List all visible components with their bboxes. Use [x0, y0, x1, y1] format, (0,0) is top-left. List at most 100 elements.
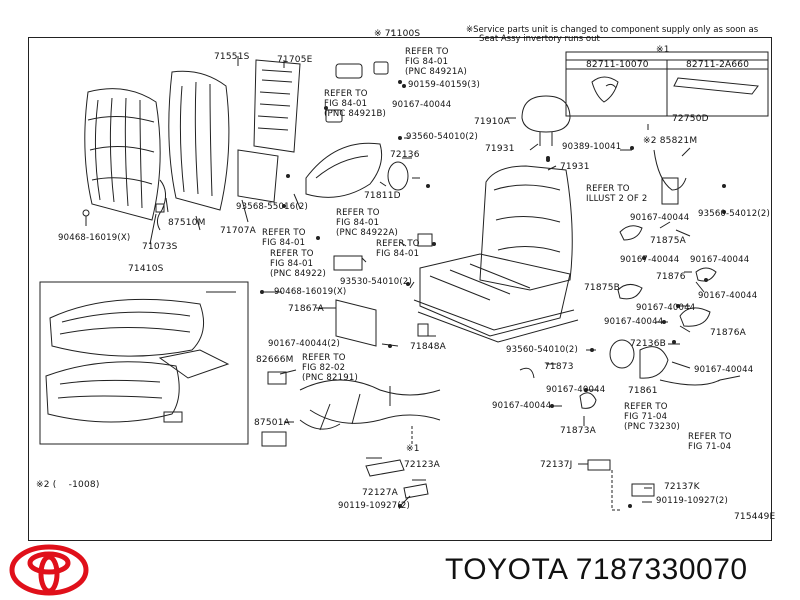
part-label-90167-40044-a: 90167-40044 — [392, 100, 452, 110]
part-72136B-shape — [609, 339, 635, 369]
refer-7-line2: FIG 84-01 — [270, 259, 314, 269]
part-71875A-shape — [619, 225, 643, 241]
refer-10-line1: REFER TO — [688, 432, 732, 442]
part-label-90167-40044-i: 90167-40044(2) — [268, 339, 340, 349]
cushion-pad-bottom-shape — [45, 361, 180, 423]
part-label-72136: 72136 — [390, 150, 420, 160]
part-label-71873A: 71873A — [560, 426, 596, 436]
part-label-90167-40044-d: 90167-40044 — [690, 255, 750, 265]
part-label-93560-54010-a: 93560-54010(2) — [406, 132, 478, 142]
part-71876A-shape — [679, 307, 711, 327]
part-72137J-shape — [587, 459, 611, 471]
brand-part-number: TOYOTA 7187330070 — [445, 553, 748, 586]
refer-4-line3: (PNC 84922A) — [336, 228, 399, 238]
front-trim-shape — [335, 299, 377, 347]
back-board-shape — [253, 59, 301, 153]
part-label-90468-16019-a: 90468-16019(X) — [58, 233, 131, 243]
service-note-line2: Seat Assy invertory runs out — [479, 34, 600, 44]
refer-10-line2: FIG 71-04 — [688, 442, 732, 452]
refer-9-line1: REFER TO — [624, 402, 668, 412]
seat-frame-cushion-shape — [419, 253, 571, 337]
part-label-90119-10927-b: 90119-10927(2) — [656, 496, 728, 506]
part-label-71931-b: 71931 — [560, 162, 590, 172]
knob-72136-shape — [387, 161, 409, 191]
part-71861-shape — [639, 346, 669, 379]
refer-8-line3: (PNC 82191) — [302, 373, 358, 383]
refer-6-line1: REFER TO — [376, 239, 420, 249]
part-label-90167-40044-e: 90167-40044 — [698, 291, 758, 301]
refer-3-line1: REFER TO — [586, 184, 630, 194]
refer-8-line1: REFER TO — [302, 353, 346, 363]
part-label-90389-10041: 90389-10041 — [562, 142, 622, 152]
part-label-90468-16019-b: 90468-16019(X) — [274, 287, 347, 297]
toyota-logo — [9, 544, 89, 596]
part-label-90167-40044-h: 90167-40044 — [694, 365, 754, 375]
part-72127A-shape — [403, 483, 429, 499]
footnote: ※2 ( -1008) — [36, 480, 100, 490]
part-label-93530-54010: 93530-54010(2) — [340, 277, 412, 287]
refer-1-line2: FIG 84-01 — [405, 57, 449, 67]
part-label-90119-10927-a: 90119-10927(2) — [338, 501, 410, 511]
part-label-90159-40159: 90159-40159(3) — [408, 80, 480, 90]
refer-7-line1: REFER TO — [270, 249, 314, 259]
part-label-90167-40044-f: 90167-40044 — [636, 303, 696, 313]
part-label-71931-a: 71931 — [485, 144, 515, 154]
part-label-71551S: 71551S — [214, 52, 250, 62]
part-label-93560-54012: 93560-54012(2) — [698, 209, 770, 219]
part-label-72750D: 72750D — [672, 114, 709, 124]
service-note-line1: ※Service parts unit is changed to compon… — [466, 25, 759, 35]
part-label-71848A: 71848A — [410, 342, 446, 352]
part-label-85821M: ※2 85821M — [643, 136, 698, 146]
part-82666M-shape — [267, 371, 287, 385]
refer-9-line2: FIG 71-04 — [624, 412, 668, 422]
refer-9-line3: (PNC 73230) — [624, 422, 680, 432]
part-label-71873: 71873 — [544, 362, 574, 372]
part-label-72136B: 72136B — [630, 339, 667, 349]
part-label-71875B: 71875B — [584, 283, 621, 293]
part-label-71811D: 71811D — [364, 191, 401, 201]
part-label-90167-40044-b: 90167-40044 — [630, 213, 690, 223]
cushion-pad-top-shape — [49, 298, 205, 357]
part-label-71875A: 71875A — [650, 236, 686, 246]
side-shield-shape — [305, 142, 383, 198]
refer-1-line1: REFER TO — [405, 47, 449, 57]
inset-part-b-shape — [673, 77, 759, 95]
part-label-71073S: 71073S — [142, 242, 178, 252]
refer-2-line3: (PNC 84921B) — [324, 109, 387, 119]
part-label-87510M: 87510M — [168, 218, 206, 228]
part-label-71861: 71861 — [628, 386, 658, 396]
part-label-71876A: 71876A — [710, 328, 746, 338]
part-label-87501A: 87501A — [254, 418, 290, 428]
part-label-72127A: 72127A — [362, 488, 398, 498]
diagram-id: 715449E — [734, 512, 776, 522]
seatback-pad-shape — [168, 70, 230, 211]
refer-5-line1: REFER TO — [262, 228, 306, 238]
inset-part-a-shape — [591, 76, 619, 103]
refer-7-line3: (PNC 84922) — [270, 269, 326, 279]
part-label-71410S: 71410S — [128, 264, 164, 274]
part-label-90167-40044-c: 90167-40044 — [620, 255, 680, 265]
inset-part-b-number: 82711-2A660 — [686, 60, 750, 70]
part-72137K-shape — [631, 483, 655, 497]
part-label-71707A: 71707A — [220, 226, 256, 236]
part-72123A-shape — [365, 459, 405, 477]
part-label-90167-40044-j: 90167-40044 — [546, 385, 606, 395]
part-label-72123A: 72123A — [404, 460, 440, 470]
inset-part-a-number: 82711-10070 — [586, 60, 649, 70]
mark-1-label: ※1 — [406, 444, 420, 454]
diagram-frame — [28, 37, 772, 541]
part-label-82666M: 82666M — [256, 355, 294, 365]
part-71875B-shape — [617, 284, 643, 300]
part-label-72137K: 72137K — [664, 482, 700, 492]
part-label-93568-55016: 93568-55016(2) — [236, 202, 308, 212]
refer-2-line1: REFER TO — [324, 89, 368, 99]
part-label-90167-40044-k: 90167-40044 — [492, 401, 552, 411]
refer-8-line2: FIG 82-02 — [302, 363, 346, 373]
headrest-shape — [521, 95, 571, 133]
main-assy-label: ※ 71100S — [374, 29, 421, 39]
refer-4-line2: FIG 84-01 — [336, 218, 380, 228]
inset-mark: ※1 — [656, 45, 670, 55]
refer-4-line1: REFER TO — [336, 208, 380, 218]
part-label-71705E: 71705E — [277, 55, 313, 65]
